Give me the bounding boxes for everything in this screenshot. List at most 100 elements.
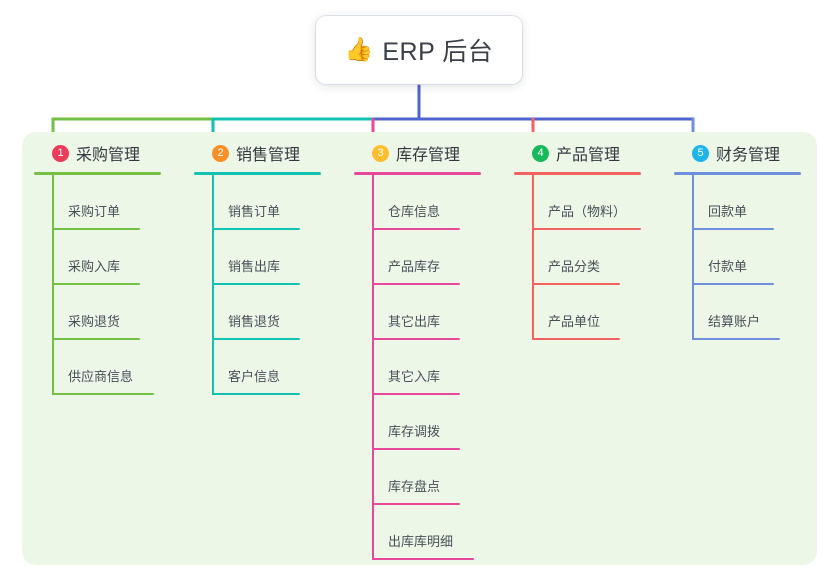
leaf-node-label: 出库库明细 — [388, 534, 454, 549]
leaf-node-label: 销售订单 — [228, 204, 281, 219]
column-header-3[interactable]: 3 库存管理 — [354, 140, 481, 166]
column-items-2: 销售订单销售出库销售退货客户信息 — [194, 175, 321, 395]
leaf-node-label: 其它出库 — [388, 314, 441, 329]
leaf-node-underline — [532, 283, 620, 285]
column-header-4[interactable]: 4 产品管理 — [514, 140, 641, 166]
leaf-node[interactable]: 结算账户 — [674, 285, 801, 340]
leaf-node[interactable]: 销售退货 — [194, 285, 321, 340]
leaf-node[interactable]: 销售出库 — [194, 230, 321, 285]
leaf-node-label: 供应商信息 — [68, 369, 134, 384]
leaf-node-label: 采购订单 — [68, 204, 121, 219]
leaf-node-label: 库存调拨 — [388, 424, 441, 439]
column-underline-1 — [34, 172, 161, 175]
leaf-node[interactable]: 回款单 — [674, 175, 801, 230]
leaf-node-label: 采购退货 — [68, 314, 121, 329]
diagram-panel — [22, 132, 817, 565]
leaf-node-underline — [372, 448, 460, 450]
column-items-3: 仓库信息产品库存其它出库其它入库库存调拨库存盘点出库库明细 — [354, 175, 481, 560]
column-header-2[interactable]: 2 销售管理 — [194, 140, 321, 166]
column-header-5[interactable]: 5 财务管理 — [674, 140, 801, 166]
leaf-node-underline — [372, 503, 460, 505]
leaf-node-underline — [372, 338, 460, 340]
leaf-node-underline — [372, 228, 460, 230]
column-2: 2 销售管理销售订单销售出库销售退货客户信息 — [194, 140, 321, 395]
leaf-node-underline — [212, 338, 300, 340]
leaf-node-underline — [52, 283, 140, 285]
leaf-node[interactable]: 采购退货 — [34, 285, 161, 340]
leaf-node-underline — [532, 338, 620, 340]
leaf-node-label: 其它入库 — [388, 369, 441, 384]
column-3: 3 库存管理仓库信息产品库存其它出库其它入库库存调拨库存盘点出库库明细 — [354, 140, 481, 560]
leaf-node[interactable]: 产品单位 — [514, 285, 641, 340]
column-spine-3 — [372, 175, 374, 560]
leaf-node-label: 客户信息 — [228, 369, 281, 384]
leaf-node-underline — [212, 228, 300, 230]
column-underline-2 — [194, 172, 321, 175]
column-spine-2 — [212, 175, 214, 395]
column-1: 1 采购管理采购订单采购入库采购退货供应商信息 — [34, 140, 161, 395]
column-underline-5 — [674, 172, 801, 175]
leaf-node[interactable]: 产品库存 — [354, 230, 481, 285]
thumbs-up-icon: 👍 — [344, 35, 374, 62]
column-5: 5 财务管理回款单付款单结算账户 — [674, 140, 801, 340]
leaf-node[interactable]: 供应商信息 — [34, 340, 161, 395]
leaf-node[interactable]: 产品分类 — [514, 230, 641, 285]
leaf-node-label: 回款单 — [708, 204, 748, 219]
column-title-5: 财务管理 — [716, 147, 781, 164]
leaf-node-label: 采购入库 — [68, 259, 121, 274]
leaf-node-underline — [372, 393, 460, 395]
leaf-node[interactable]: 采购订单 — [34, 175, 161, 230]
column-badge-3: 3 — [372, 144, 389, 162]
leaf-node-underline — [692, 228, 774, 230]
leaf-node-underline — [52, 338, 140, 340]
column-4: 4 产品管理产品（物料） 产品分类产品单位 — [514, 140, 641, 340]
leaf-node[interactable]: 付款单 — [674, 230, 801, 285]
leaf-node[interactable]: 销售订单 — [194, 175, 321, 230]
leaf-node-underline — [532, 228, 641, 230]
leaf-node-underline — [52, 393, 154, 395]
leaf-node-label: 产品分类 — [548, 259, 601, 274]
leaf-node-underline — [692, 283, 774, 285]
leaf-node[interactable]: 产品（物料） — [514, 175, 641, 230]
leaf-node-underline — [692, 338, 780, 340]
leaf-node-underline — [372, 283, 460, 285]
column-badge-4: 4 — [532, 144, 549, 162]
column-badge-2: 2 — [212, 144, 229, 162]
leaf-node[interactable]: 库存盘点 — [354, 450, 481, 505]
column-badge-1: 1 — [52, 144, 69, 162]
column-items-1: 采购订单采购入库采购退货供应商信息 — [34, 175, 161, 395]
column-header-1[interactable]: 1 采购管理 — [34, 140, 161, 166]
column-title-3: 库存管理 — [396, 147, 461, 164]
leaf-node-underline — [52, 228, 140, 230]
leaf-node-label: 产品库存 — [388, 259, 441, 274]
column-items-4: 产品（物料） 产品分类产品单位 — [514, 175, 641, 340]
leaf-node[interactable]: 客户信息 — [194, 340, 321, 395]
column-underline-4 — [514, 172, 641, 175]
column-items-5: 回款单付款单结算账户 — [674, 175, 801, 340]
leaf-node[interactable]: 仓库信息 — [354, 175, 481, 230]
leaf-node-underline — [372, 558, 474, 560]
column-spine-4 — [532, 175, 534, 340]
column-title-4: 产品管理 — [556, 147, 621, 164]
leaf-node-label: 产品（物料） — [548, 204, 627, 219]
leaf-node-underline — [212, 393, 300, 395]
column-underline-3 — [354, 172, 481, 175]
leaf-node[interactable]: 其它出库 — [354, 285, 481, 340]
leaf-node-label: 结算账户 — [708, 314, 761, 329]
leaf-node[interactable]: 库存调拨 — [354, 395, 481, 450]
leaf-node[interactable]: 采购入库 — [34, 230, 161, 285]
column-spine-1 — [52, 175, 54, 395]
column-badge-5: 5 — [692, 144, 709, 162]
leaf-node-label: 销售退货 — [228, 314, 281, 329]
leaf-node[interactable]: 出库库明细 — [354, 505, 481, 560]
column-title-2: 销售管理 — [236, 147, 301, 164]
column-spine-5 — [692, 175, 694, 340]
leaf-node-label: 仓库信息 — [388, 204, 441, 219]
leaf-node-label: 库存盘点 — [388, 479, 441, 494]
root-node-label: ERP 后台 — [382, 38, 494, 66]
leaf-node-label: 付款单 — [708, 259, 748, 274]
column-title-1: 采购管理 — [76, 147, 141, 164]
leaf-node-underline — [212, 283, 300, 285]
root-node[interactable]: 👍 ERP 后台 — [316, 16, 522, 84]
leaf-node[interactable]: 其它入库 — [354, 340, 481, 395]
